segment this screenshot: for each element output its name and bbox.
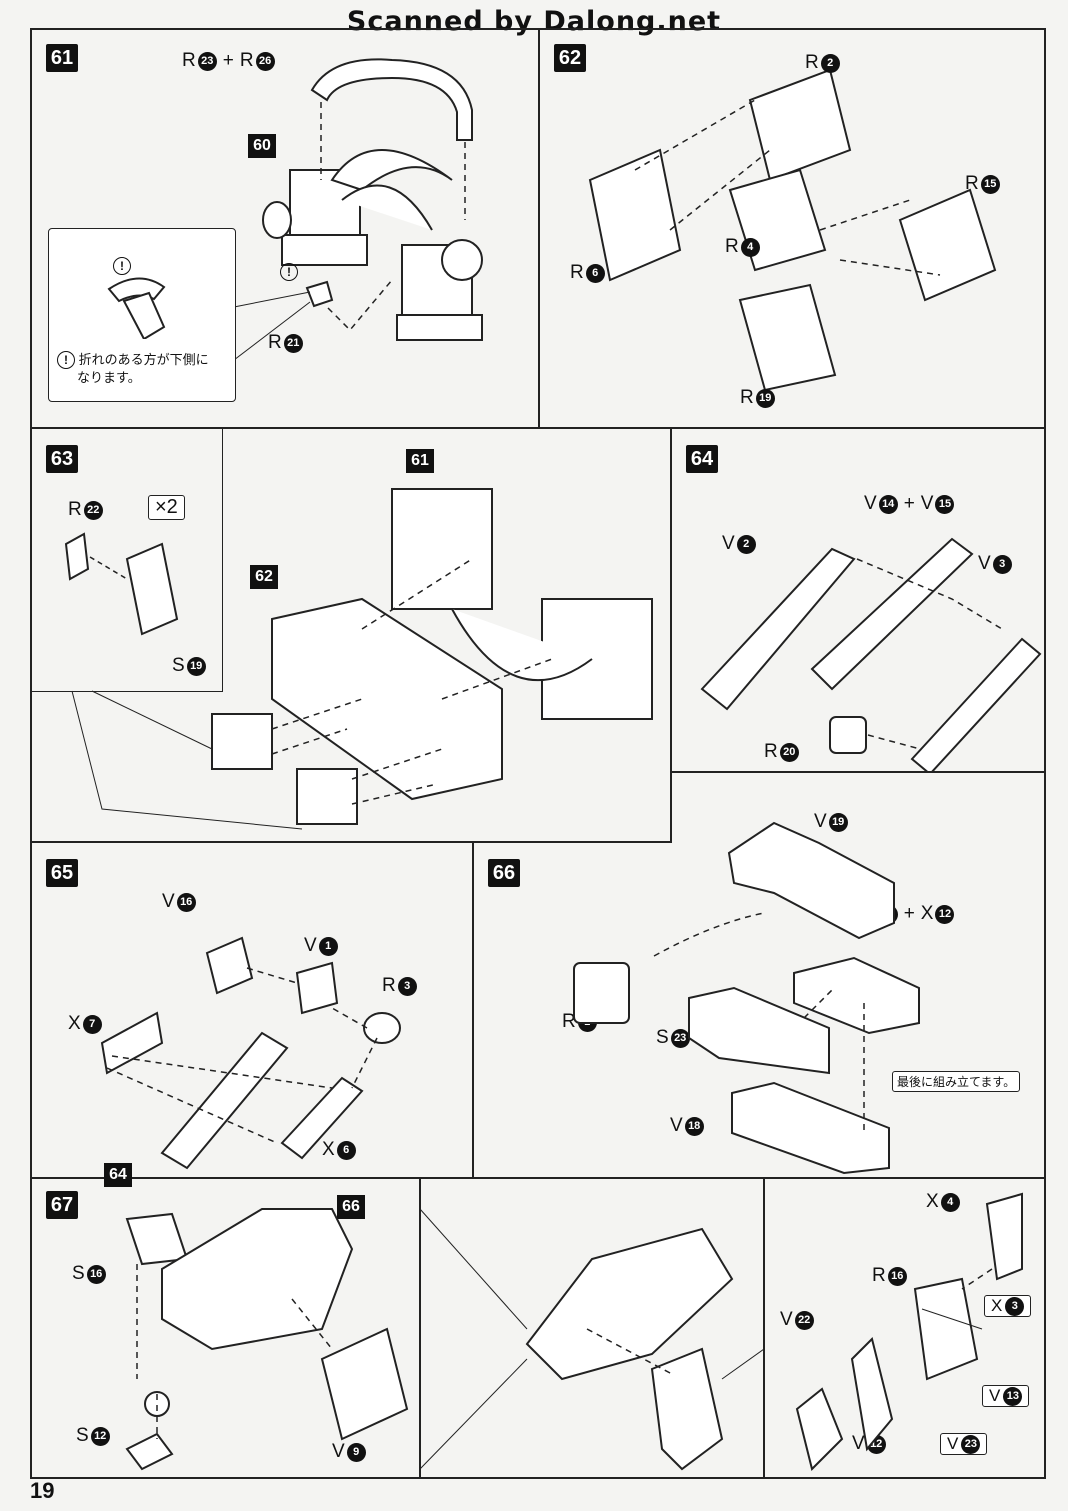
step-66-panel: 66 V19 X8 + X12 R1 S23 V18 最後に組み立てます。 — [474, 773, 1044, 1179]
warning-icon: ! — [57, 351, 75, 369]
assemble-last-note: 最後に組み立てます。 — [892, 1071, 1021, 1092]
quantity-times-2: ×2 — [148, 495, 185, 520]
step-62-frame-drawing — [588, 68, 997, 392]
step-61-detail-inset: ! ! 折れのある方が下側に なります。 — [48, 228, 236, 402]
step-67-leg-drawing — [125, 1179, 1023, 1477]
step-63-number: 63 — [46, 445, 78, 473]
step-ref-60: 60 — [248, 134, 276, 158]
step-61-engine-drawing — [233, 58, 483, 361]
clip-part-drawing — [64, 532, 179, 636]
step-61-note: ! 折れのある方が下側に なります。 — [57, 351, 209, 386]
part-detail-drawing — [107, 277, 166, 341]
step-63-assembly-drawing — [71, 488, 653, 830]
step-ref-61: 61 — [406, 449, 434, 473]
step-ref-66: 66 — [337, 1195, 365, 1219]
step-64-arm-drawing — [700, 537, 1042, 771]
step-61-number: 61 — [46, 44, 78, 72]
step-67-number: 67 — [46, 1191, 78, 1219]
step-64-number: 64 — [686, 445, 718, 473]
warning-icon: ! — [280, 263, 298, 281]
step-ref-62: 62 — [250, 565, 278, 589]
step-65-number: 65 — [46, 859, 78, 887]
step-65-joint-drawing — [100, 936, 401, 1170]
warning-icon: ! — [113, 257, 131, 275]
step-66-body-drawing — [573, 821, 920, 1175]
step-62-number: 62 — [554, 44, 586, 72]
step-ref-64: 64 — [104, 1163, 132, 1187]
step-66-number: 66 — [488, 859, 520, 887]
page-number: 19 — [30, 1478, 55, 1503]
scan-watermark: Scanned by Dalong.net — [346, 6, 722, 37]
